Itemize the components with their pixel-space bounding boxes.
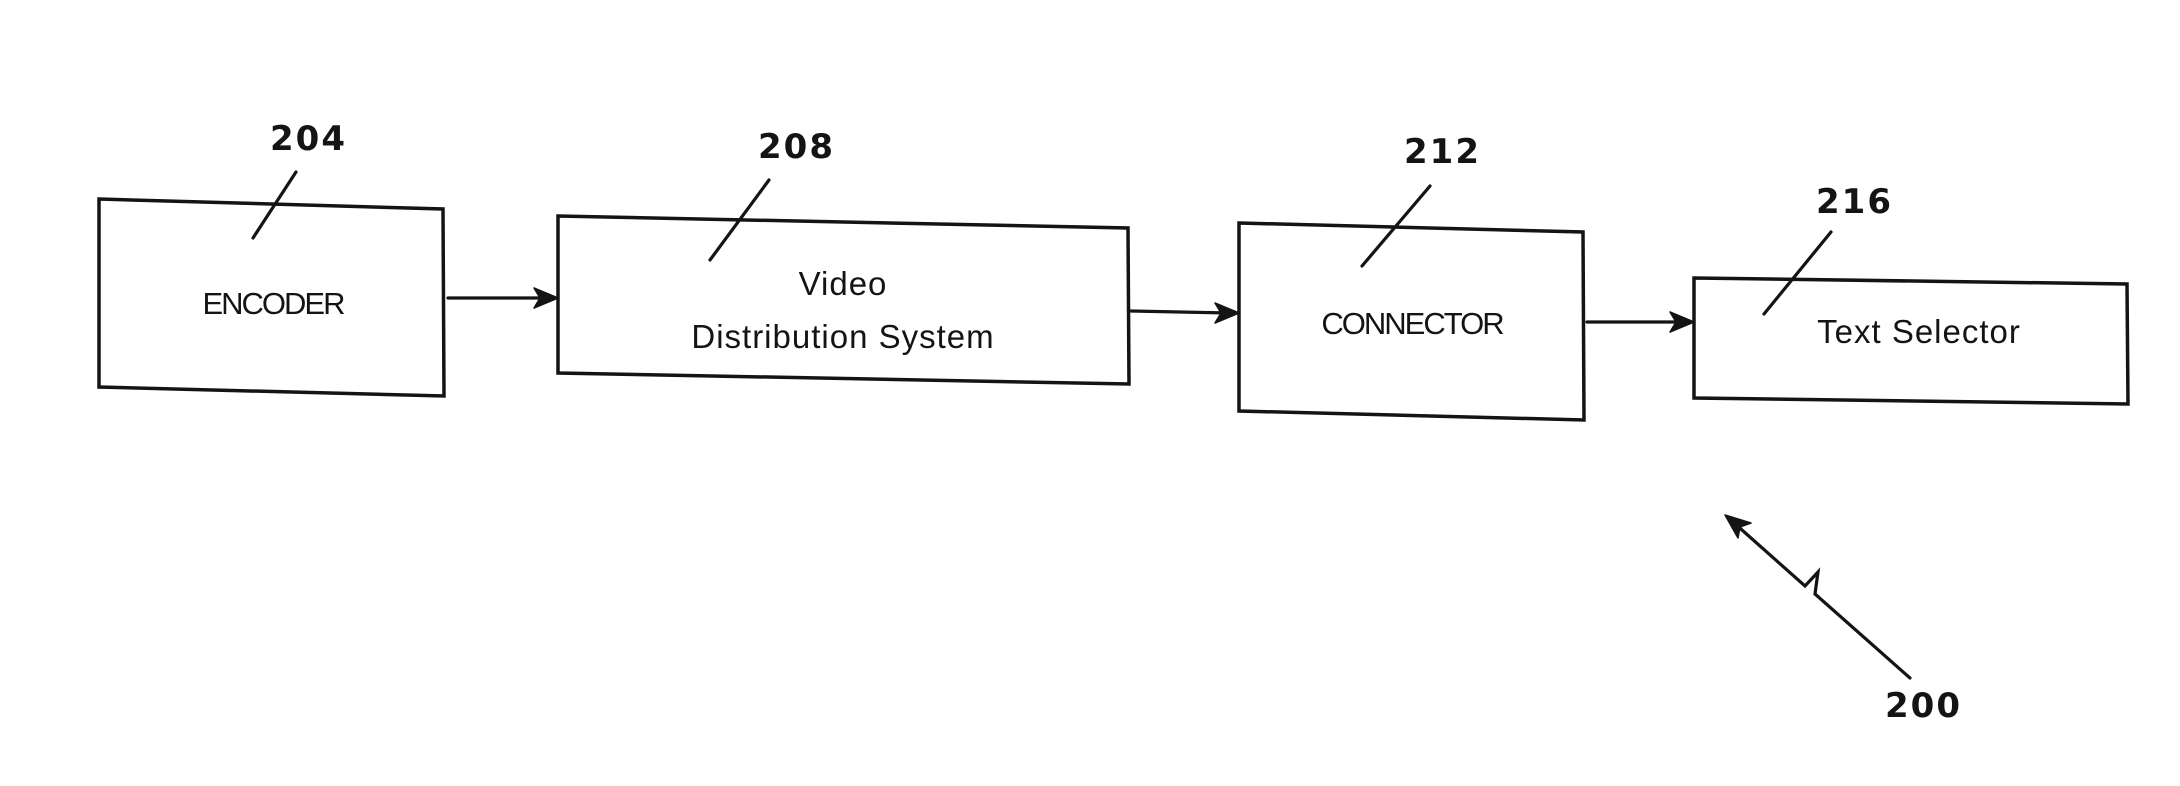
video-distribution-label-line-2: Distribution System <box>691 318 994 355</box>
ref-label-204: 204 <box>270 119 347 159</box>
text-selector-label: Text Selector <box>1817 313 2021 350</box>
ref-label-216: 216 <box>1816 182 1893 222</box>
encoder-block: ENCODER <box>99 199 444 396</box>
ref-label-200: 200 <box>1885 686 1962 726</box>
connector-block: CONNECTOR <box>1239 223 1584 420</box>
ref-label-212: 212 <box>1404 132 1481 172</box>
video-distribution-system-block: Video Distribution System <box>558 216 1129 384</box>
encoder-label: ENCODER <box>202 286 344 321</box>
system-reference-arrow <box>1725 515 1910 678</box>
arrow-video-distribution-to-connector <box>1131 303 1239 323</box>
arrow-encoder-to-video-distribution <box>448 288 558 308</box>
connector-label: CONNECTOR <box>1321 306 1503 341</box>
arrow-connector-to-text-selector <box>1587 312 1694 332</box>
ref-label-208: 208 <box>758 127 835 167</box>
video-distribution-label-line-1: Video <box>799 265 888 302</box>
text-selector-block: Text Selector <box>1694 278 2128 404</box>
